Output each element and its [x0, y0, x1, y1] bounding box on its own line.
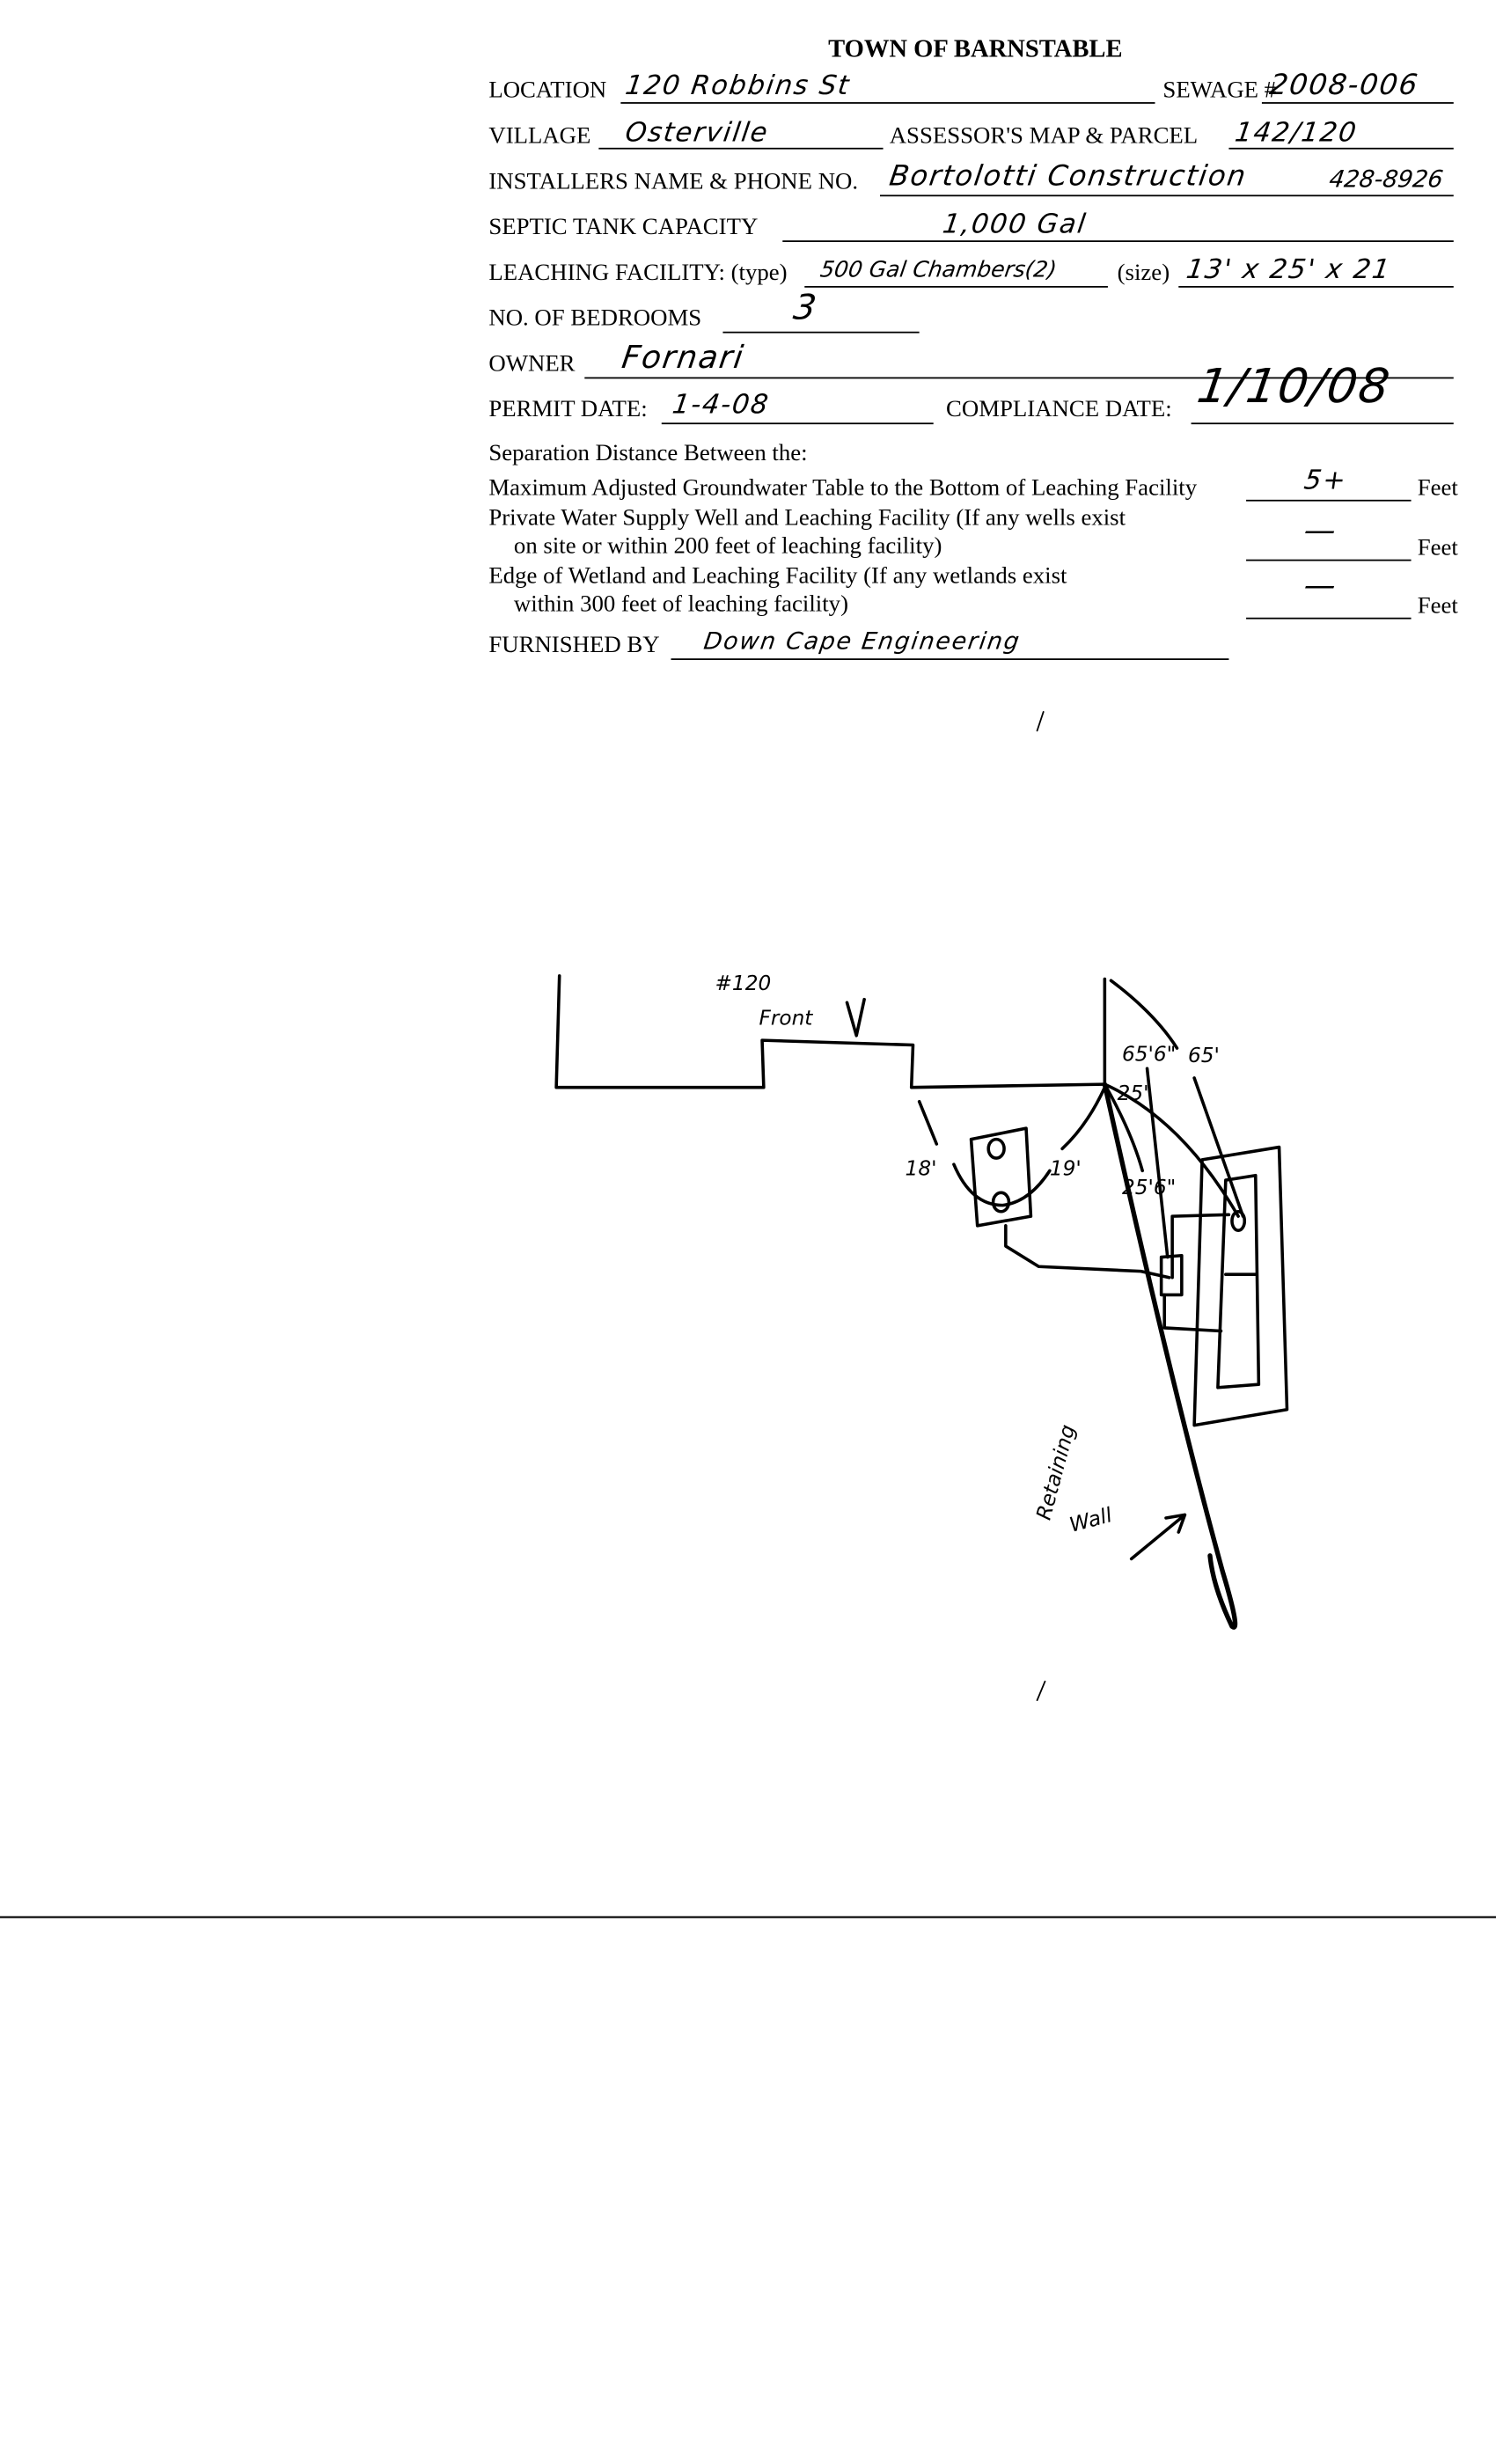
separation-row-3-underline: [1246, 617, 1412, 620]
dim-line-18: [917, 1099, 939, 1146]
front-label: Front: [759, 1006, 813, 1030]
leach-inlet: [1230, 1209, 1247, 1232]
dist-25-6: 25'6": [1122, 1176, 1176, 1199]
form-title: TOWN OF BARNSTABLE: [828, 36, 1123, 63]
leaching-underline: [804, 285, 1108, 288]
retaining-arrow: [1129, 1513, 1187, 1561]
village-label: VILLAGE: [488, 124, 591, 150]
furnished-by-label: FURNISHED BY: [488, 633, 660, 659]
dist-tank-right: 19': [1050, 1157, 1082, 1181]
dist-tank-left: 18': [906, 1157, 937, 1181]
pipe-tank-to-dbox: [1004, 1224, 1171, 1280]
separation-row-2-unit: Feet: [1417, 535, 1458, 561]
leaching-label: LEACHING FACILITY: (type): [488, 260, 788, 286]
property-curve: [1109, 979, 1179, 1050]
separation-row-3-text: Edge of Wetland and Leaching Facility (I…: [488, 564, 1067, 590]
installer-label: INSTALLERS NAME & PHONE NO.: [488, 169, 859, 195]
location-label: LOCATION: [488, 78, 607, 104]
parcel-label: ASSESSOR'S MAP & PARCEL: [889, 124, 1199, 150]
separation-row-1-unit: Feet: [1417, 476, 1458, 502]
house-number-label: #120: [715, 972, 771, 995]
retaining-wall: [1102, 1082, 1238, 1630]
separation-heading: Separation Distance Between the:: [488, 441, 808, 467]
dist-65: 65': [1188, 1044, 1220, 1067]
sewage-label: SEWAGE #: [1162, 78, 1277, 104]
distribution-box: [1159, 1253, 1184, 1297]
owner-label: OWNER: [488, 351, 576, 378]
dim-apex-left: [1103, 1082, 1144, 1173]
bedrooms-label: NO. OF BEDROOMS: [488, 306, 702, 332]
owner-underline: [584, 377, 1454, 379]
bedrooms-underline: [722, 331, 920, 334]
dim-line-19: [1060, 1085, 1107, 1151]
pipe-dbox-bottom: [1162, 1293, 1223, 1333]
separation-row-1-text: Maximum Adjusted Groundwater Table to th…: [488, 476, 1198, 502]
permit-date-underline: [661, 422, 934, 425]
compliance-date-underline: [1191, 422, 1454, 425]
permit-date-label: PERMIT DATE:: [488, 397, 648, 423]
installer-underline: [879, 194, 1454, 197]
dim-arc-tank: [952, 1162, 1052, 1207]
leach-outer: [1192, 1145, 1289, 1427]
separation-row-3-unit: Feet: [1417, 593, 1458, 620]
tank-inlet: [986, 1137, 1006, 1160]
parcel-underline: [1228, 147, 1454, 150]
leaching-size-label: (size): [1117, 260, 1170, 286]
sewage-underline: [1261, 102, 1454, 104]
leaching-size-underline: [1178, 285, 1454, 288]
separation-row-1-underline: [1246, 499, 1412, 502]
pipe-dbox-top: [1170, 1213, 1231, 1280]
leach-inner: [1216, 1173, 1261, 1390]
dist-65-6: 65'6": [1122, 1042, 1176, 1066]
wall-label: Wall: [1067, 1503, 1115, 1537]
separation-row-2-text: Private Water Supply Well and Leaching F…: [488, 505, 1126, 532]
separation-row-2-underline: [1246, 559, 1412, 561]
furnished-by-underline: [671, 658, 1229, 660]
front-arrow: [845, 997, 866, 1038]
tank-underline: [782, 240, 1454, 242]
tank-outlet: [991, 1191, 1011, 1214]
dist-25: 25': [1118, 1082, 1149, 1105]
village-underline: [598, 147, 884, 150]
separation-row-3-text-2: within 300 feet of leaching facility): [513, 592, 848, 618]
location-underline: [620, 102, 1155, 104]
retaining-label: Retaining: [1032, 1422, 1081, 1522]
compliance-date-label: COMPLIANCE DATE:: [945, 397, 1172, 423]
dim-line-65: [1192, 1076, 1245, 1218]
stray-mark: [1036, 711, 1046, 1702]
house-outline: [554, 974, 1107, 1089]
dim-line-65-6: [1145, 1067, 1170, 1259]
separation-row-2-text-2: on site or within 200 feet of leaching f…: [513, 534, 942, 560]
tank-label: SEPTIC TANK CAPACITY: [488, 215, 759, 241]
